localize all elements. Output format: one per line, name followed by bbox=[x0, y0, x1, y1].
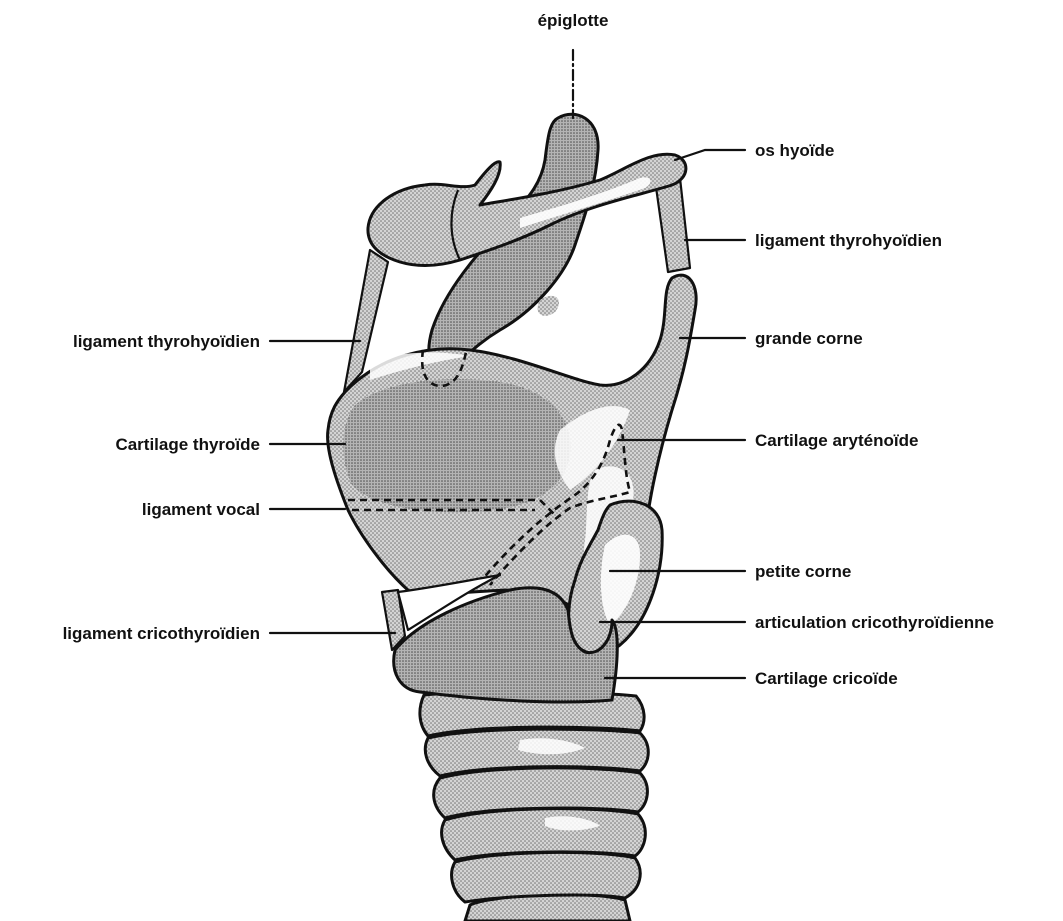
label-os-hyoide: os hyoïde bbox=[755, 141, 834, 160]
label-ligament-vocal: ligament vocal bbox=[142, 500, 260, 519]
label-petite-corne: petite corne bbox=[755, 562, 851, 581]
trachea bbox=[420, 692, 648, 921]
label-ligament-thyrohyoidien-left: ligament thyrohyoïdien bbox=[73, 332, 260, 351]
label-ligament-cricothyroidien: ligament cricothyroïdien bbox=[63, 624, 260, 643]
label-grande-corne: grande corne bbox=[755, 329, 863, 348]
label-epiglotte: épiglotte bbox=[538, 11, 609, 30]
label-ligament-thyrohyoidien-right: ligament thyrohyoïdien bbox=[755, 231, 942, 250]
thyrohyoid-ligament-right bbox=[655, 178, 690, 272]
label-cartilage-thyroide: Cartilage thyroïde bbox=[115, 435, 260, 454]
label-cartilage-cricoide: Cartilage cricoïde bbox=[755, 669, 898, 688]
label-articulation-cricothyroidienne: articulation cricothyroïdienne bbox=[755, 613, 994, 632]
label-cartilage-arytenoide: Cartilage aryténoïde bbox=[755, 431, 918, 450]
